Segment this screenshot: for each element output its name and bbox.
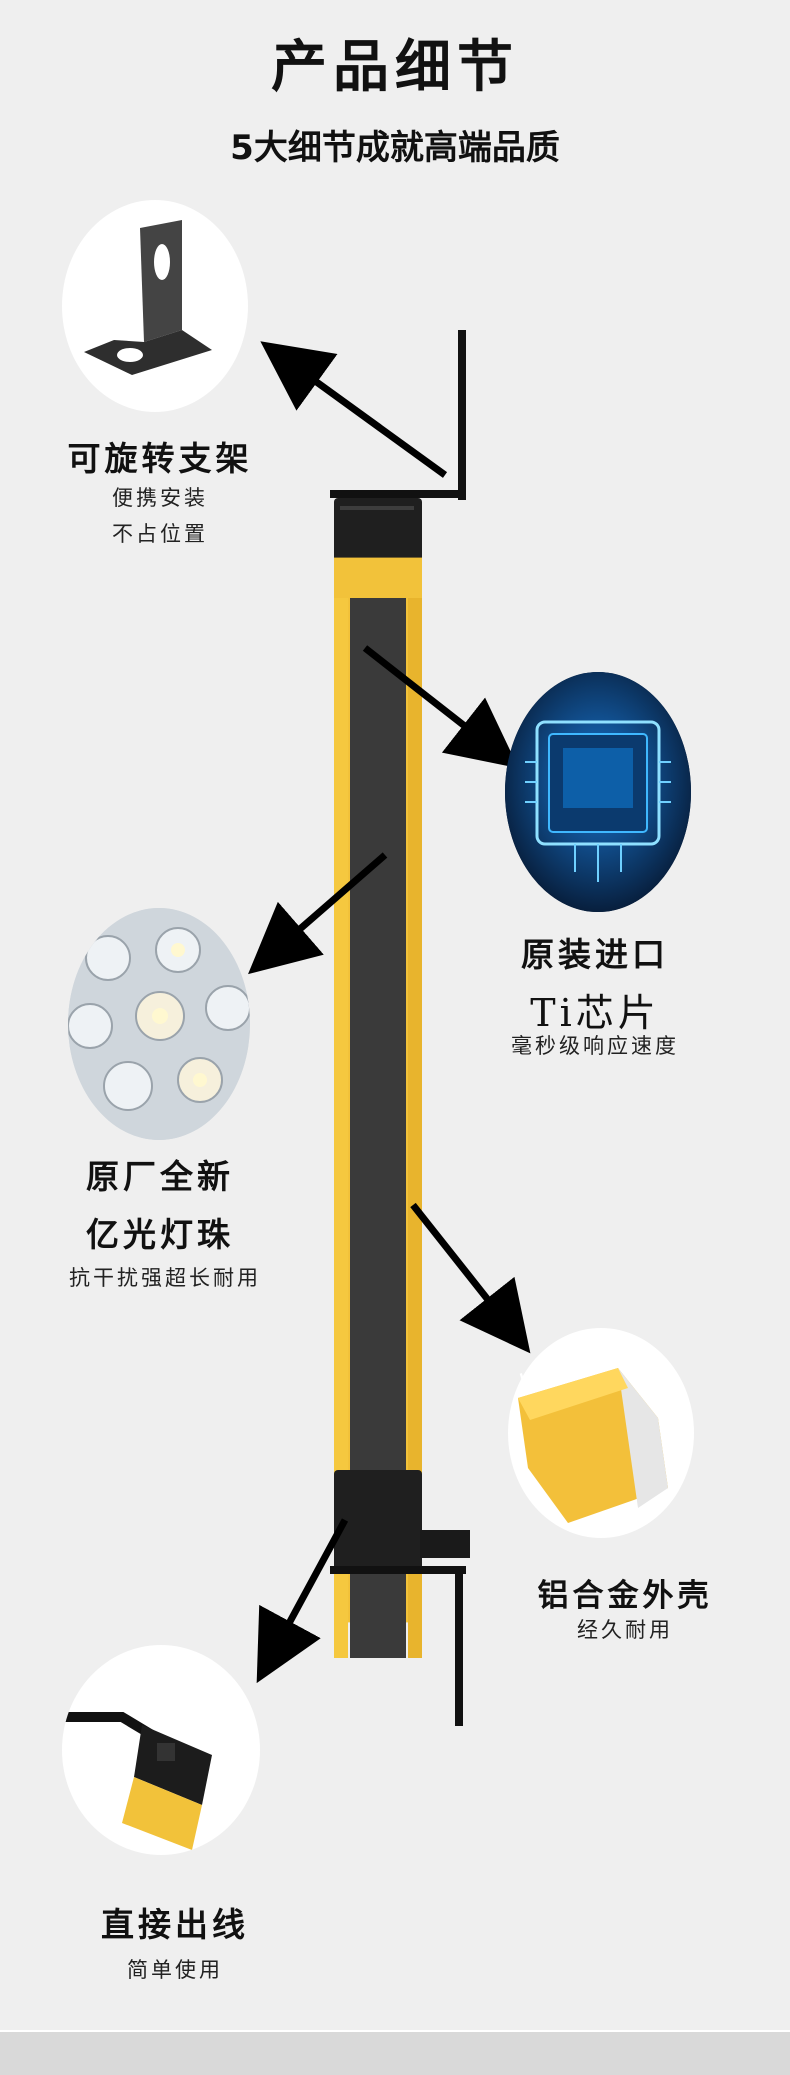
bracket-line-1: 便携安装: [112, 486, 208, 510]
shell-image: [508, 1328, 694, 1538]
bracket-image: [62, 200, 248, 412]
arrow-icon: [260, 341, 448, 478]
cable-title: 直接出线: [101, 1905, 249, 1944]
chip-title-1: 原装进口: [521, 935, 669, 974]
led-title-1: 原厂全新: [86, 1157, 234, 1196]
arrow-icon: [410, 1202, 531, 1354]
light-curtain-product: [330, 330, 470, 1726]
bottom-band: [0, 2032, 790, 2075]
arrow-icon: [256, 1518, 349, 1684]
bracket-title: 可旋转支架: [67, 439, 253, 478]
chip-image: [505, 672, 691, 912]
cable-line: 简单使用: [127, 1958, 223, 1982]
chip-icon: [505, 672, 691, 912]
chip-title-2: Ti芯片: [530, 991, 660, 1035]
cable-connector-icon: [62, 1712, 212, 1850]
led-title-2: 亿光灯珠: [86, 1215, 234, 1254]
shell-line: 经久耐用: [577, 1618, 673, 1642]
led-beads-icon: [68, 908, 250, 1140]
led-line: 抗干扰强超长耐用: [69, 1266, 261, 1290]
page-title: 产品细节: [271, 35, 519, 100]
chip-line: 毫秒级响应速度: [511, 1034, 679, 1058]
arrow-icon: [362, 645, 519, 769]
bracket-line-2: 不占位置: [112, 522, 208, 546]
aluminum-profile-icon: [518, 1368, 668, 1523]
l-bracket-icon: [84, 220, 212, 375]
led-image: [68, 908, 250, 1140]
bottom-divider: [0, 2030, 790, 2033]
page-subtitle: 5大细节成就高端品质: [230, 128, 560, 168]
cable-image: [62, 1645, 260, 1855]
shell-title: 铝合金外壳: [537, 1578, 713, 1614]
arrow-icon: [248, 852, 388, 975]
